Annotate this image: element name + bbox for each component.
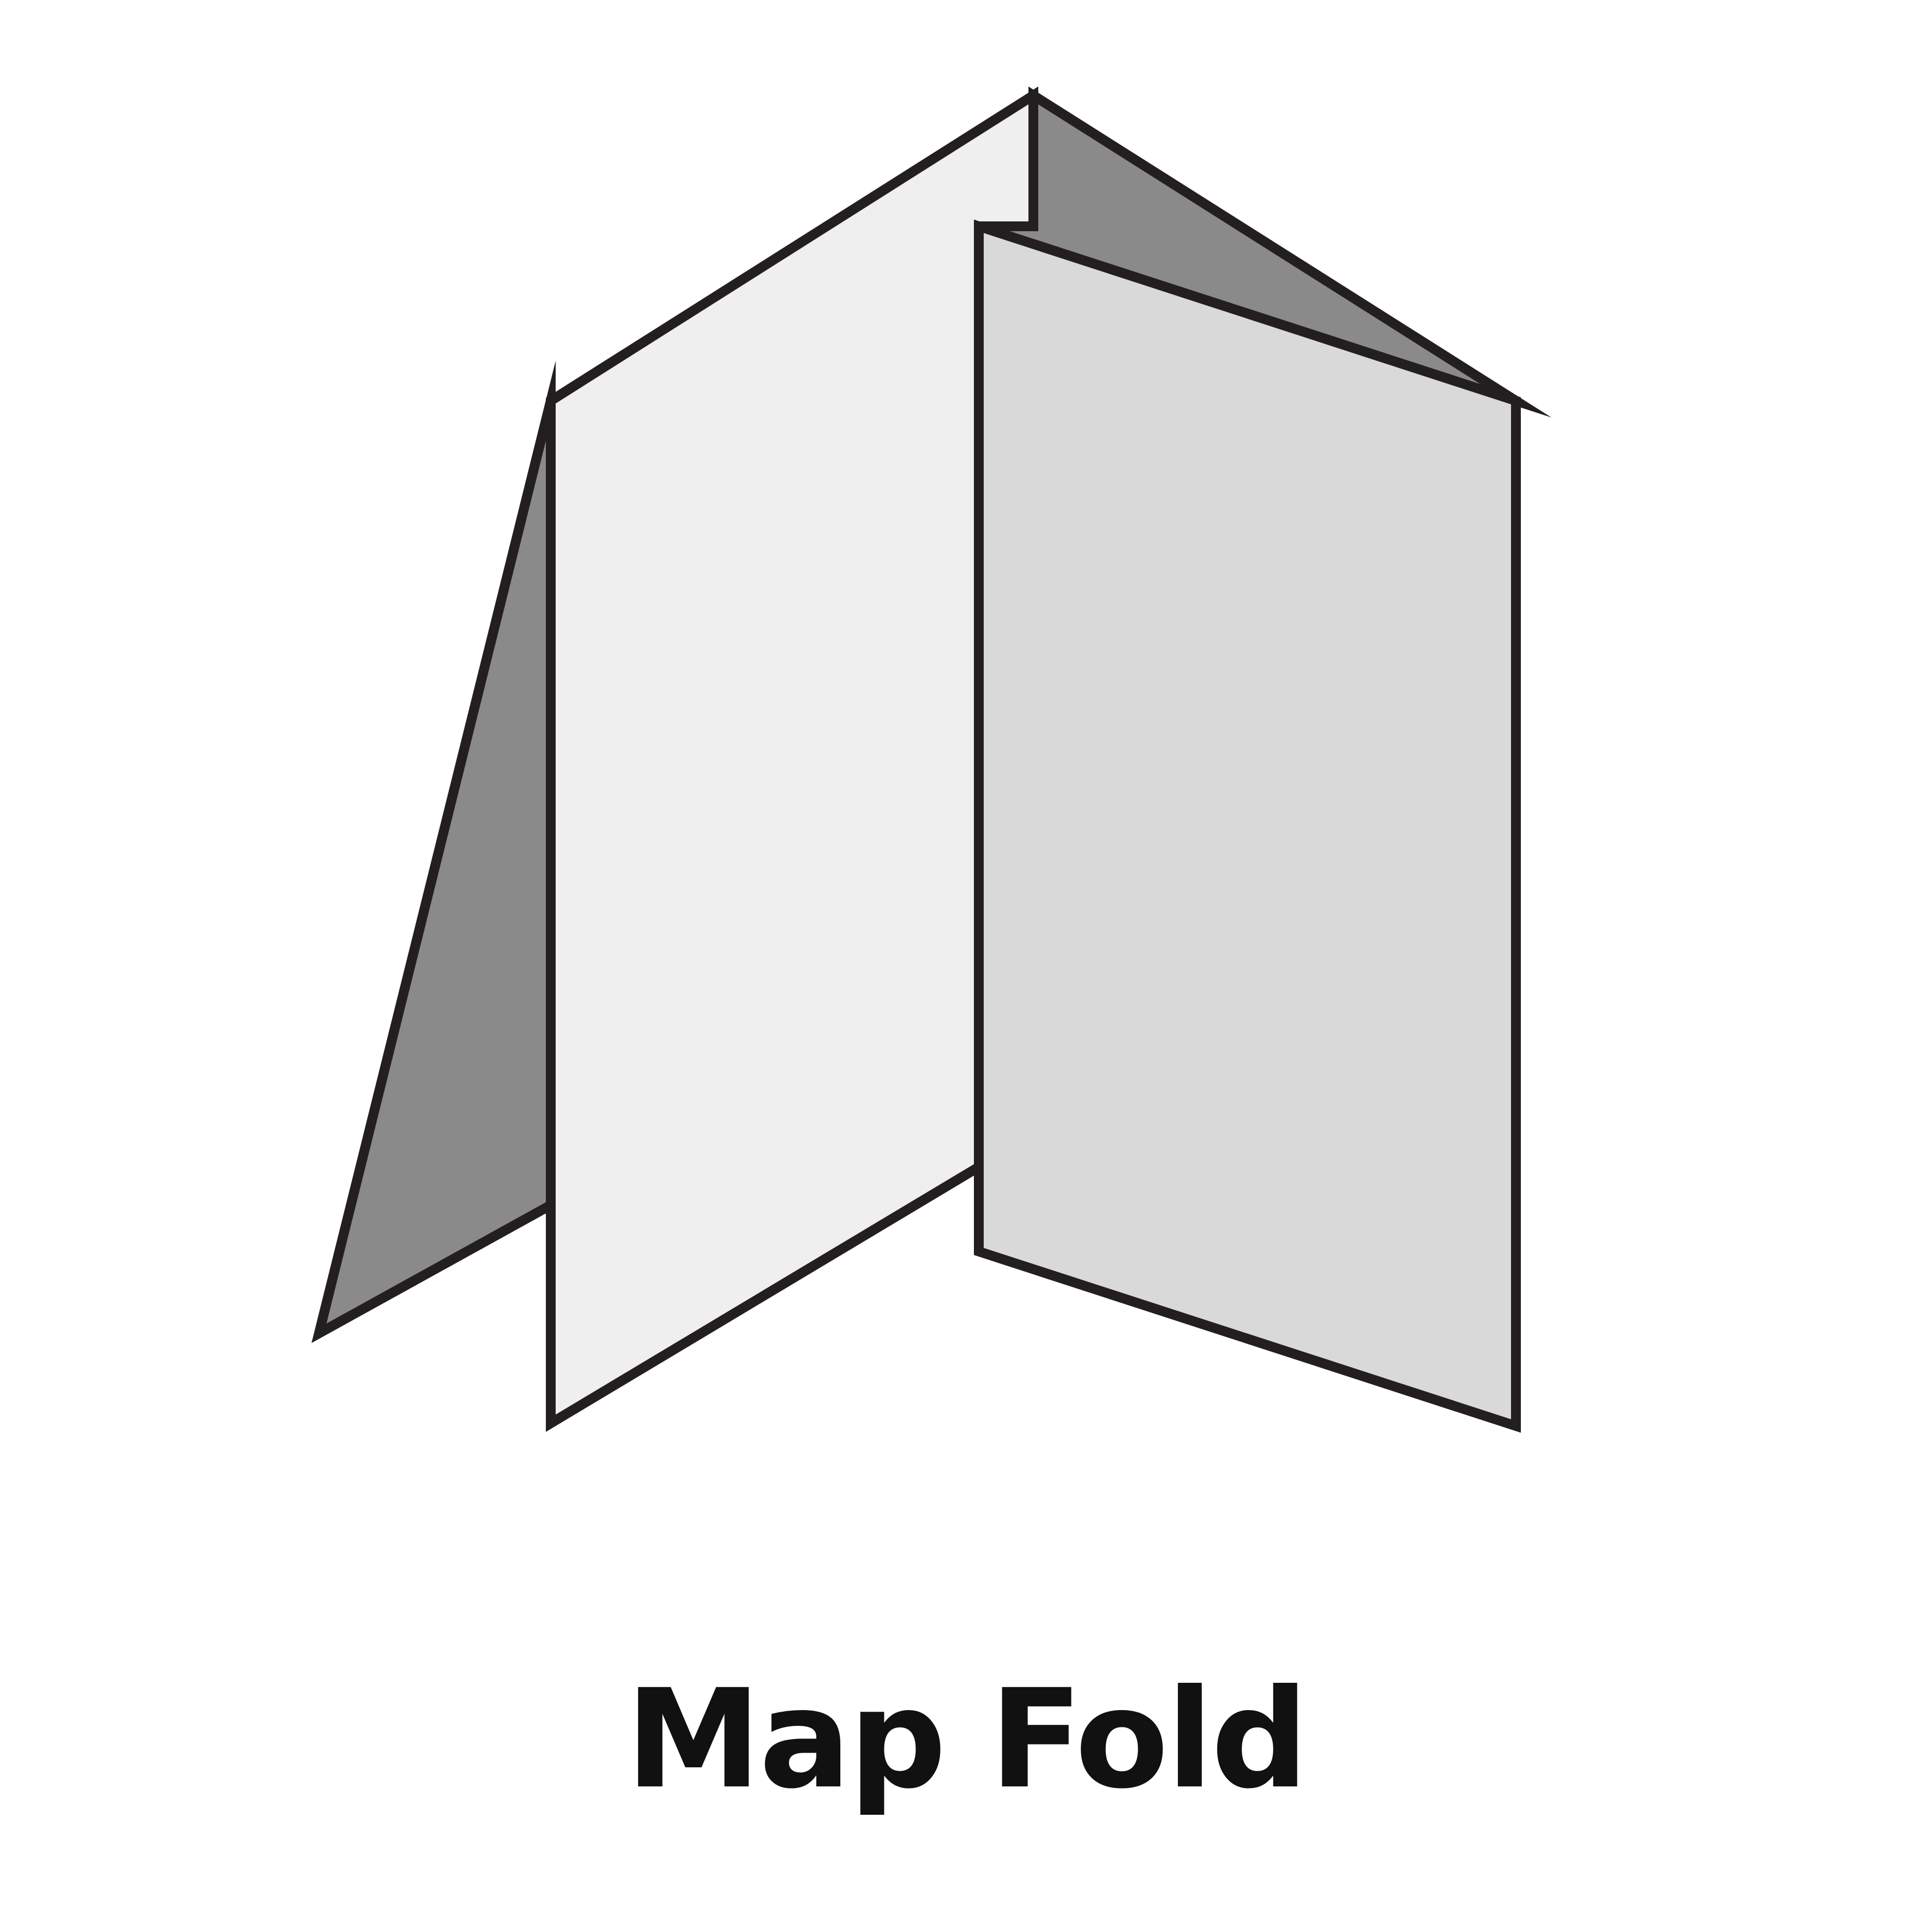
caption: Map Fold [625, 1660, 1309, 1819]
center-front-panel [546, 86, 1038, 1432]
right-front-panel [974, 219, 1521, 1433]
left-back-panel [311, 360, 556, 1343]
